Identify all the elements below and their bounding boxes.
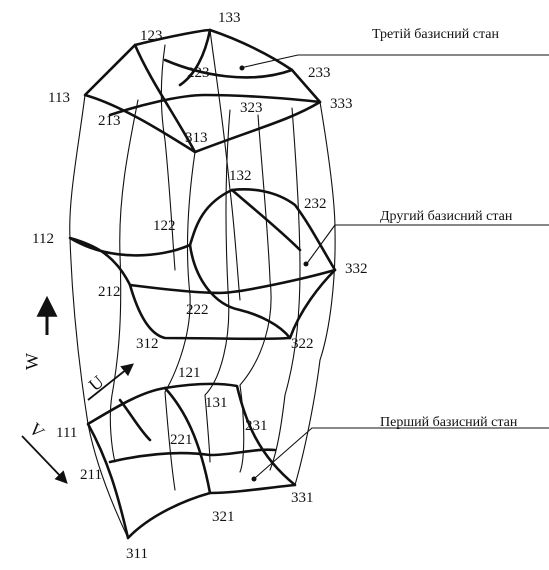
v-axis-label: V (25, 419, 48, 442)
third-basis-state (83, 28, 322, 154)
third-basis-label: Третій базисний стан (372, 27, 499, 42)
node-label: 212 (98, 284, 121, 300)
node-label: 311 (126, 546, 148, 562)
node-label: 322 (291, 336, 314, 352)
node-label: 122 (153, 218, 176, 234)
node-label: 232 (304, 196, 327, 212)
curve-x2-front (164, 151, 196, 491)
node-label: 223 (187, 65, 210, 81)
node-label: 222 (186, 302, 209, 318)
node-label: 113 (48, 90, 70, 106)
w-axis-label: W (22, 353, 42, 370)
node-label: 131 (205, 395, 228, 411)
u-axis-label: U (85, 371, 108, 395)
node-label: 123 (140, 28, 163, 44)
node-label: 213 (98, 113, 121, 129)
first-basis-state (86, 382, 313, 540)
curve-x3-back (294, 101, 336, 486)
v-axis-arrow-icon (21, 435, 68, 484)
node-label: 111 (56, 425, 77, 441)
node-label: 221 (170, 432, 193, 448)
first-basis-label: Перший базисний стан (380, 415, 518, 430)
curve-x1-front (69, 94, 129, 539)
node-label: 323 (240, 100, 263, 116)
node-label: 121 (178, 365, 201, 381)
node-label: 332 (345, 261, 368, 277)
node-label: 312 (136, 336, 159, 352)
curve-x1-mid (109, 99, 139, 463)
curve-x2-back (209, 29, 241, 301)
node-label: 211 (80, 467, 102, 483)
node-label: 133 (218, 10, 241, 26)
node-label: 321 (212, 509, 235, 525)
second-basis-state (68, 188, 337, 341)
node-label: 231 (245, 418, 268, 434)
u-axis-arrow-icon (87, 363, 134, 401)
second-basis-label: Другий базисний стан (380, 209, 513, 224)
node-label: 112 (32, 231, 54, 247)
node-label: 313 (185, 130, 208, 146)
curve-x2-mid (204, 109, 231, 463)
curve-x1-back (160, 44, 176, 271)
node-label: 233 (308, 65, 331, 81)
axes: W U V (21, 295, 134, 484)
annotation-leaders (298, 54, 549, 429)
curve-x3-mid (269, 107, 301, 471)
node-label: 333 (330, 96, 353, 112)
curve-x3-front (239, 114, 272, 473)
node-labels: 133 123 223 233 113 323 333 213 313 132 … (32, 10, 368, 562)
node-label: 331 (291, 490, 314, 506)
node-label: 132 (229, 168, 252, 184)
